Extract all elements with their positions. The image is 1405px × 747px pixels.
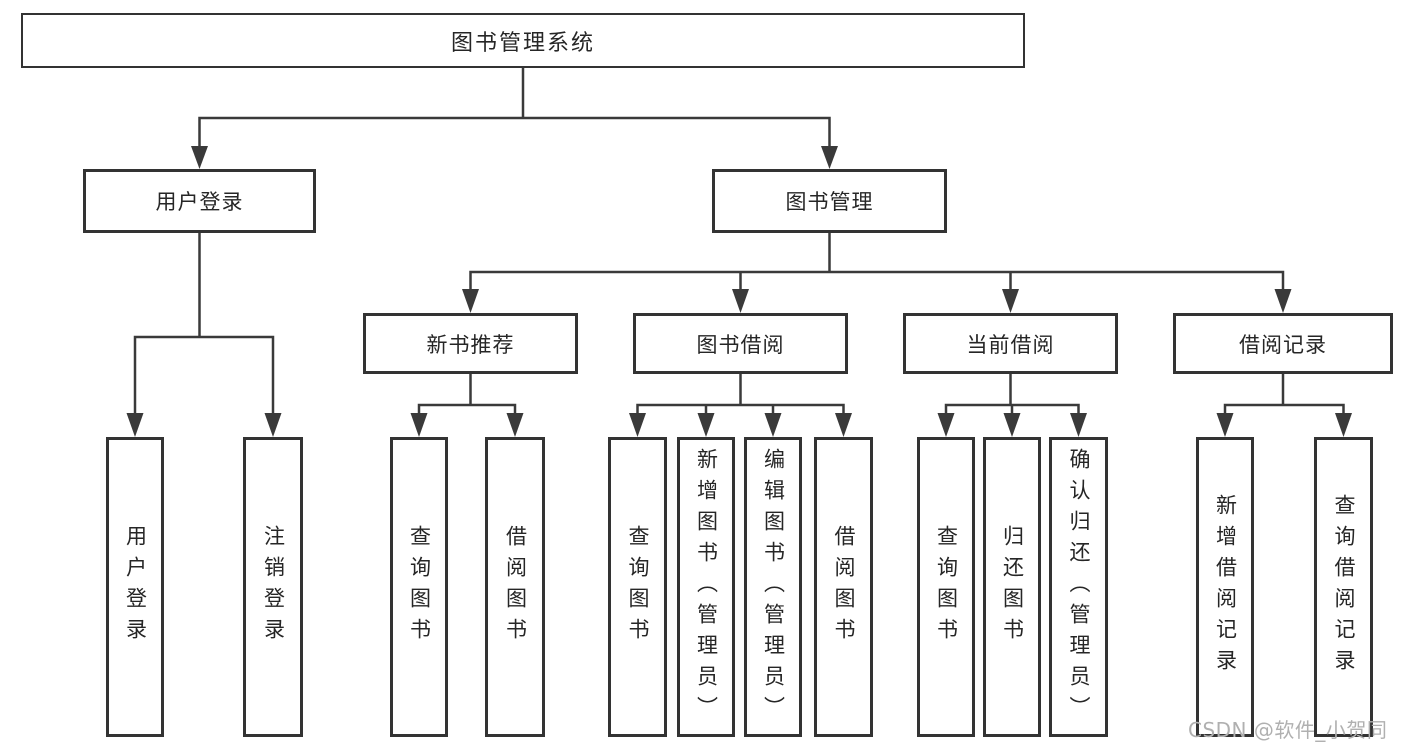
- node-current-borrowing: 当前借阅: [903, 313, 1118, 374]
- leaf-query-books-2-label: 查询图书: [626, 525, 650, 649]
- connector-current-borrowing-to-leaves: [944, 372, 1080, 421]
- leaf-add-borrow-record: 新增借阅记录: [1196, 437, 1254, 737]
- arrow-to-leaf-logout: [264, 413, 282, 437]
- arrow-to-current-borrowing: [1002, 289, 1019, 313]
- leaf-query-books-3-label: 查询图书: [934, 525, 959, 649]
- leaf-return-book-label: 归还图书: [1000, 525, 1025, 649]
- arrow-to-leaf-borrow-books-1: [506, 413, 524, 437]
- node-book-management: 图书管理: [712, 169, 947, 233]
- csdn-watermark: CSDN @软件_小贺同学: [1188, 718, 1388, 742]
- leaf-query-borrow-record-label: 查询借阅记录: [1332, 494, 1356, 680]
- connector-book-management-to-level3: [469, 231, 1285, 297]
- leaf-user-login: 用户登录: [106, 437, 164, 737]
- leaf-query-books-1-label: 查询图书: [407, 525, 432, 649]
- leaf-confirm-return-admin-label: 确认归还（管理员）: [1067, 447, 1091, 727]
- arrow-to-user-login: [191, 146, 208, 169]
- connector-book-borrowing-to-leaves: [636, 372, 845, 421]
- leaf-add-book-admin-label: 新增图书（管理员）: [694, 447, 719, 727]
- leaf-query-books-2: 查询图书: [608, 437, 667, 737]
- arrow-to-leaf-edit-book: [764, 413, 782, 437]
- arrow-to-borrow-records: [1274, 289, 1292, 313]
- arrow-to-leaf-query-books-1: [410, 413, 428, 437]
- leaf-query-books-1: 查询图书: [390, 437, 448, 737]
- arrow-to-leaf-query-borrow-record: [1335, 413, 1352, 437]
- arrow-to-book-management: [821, 146, 838, 169]
- arrow-to-leaf-confirm-return: [1070, 413, 1087, 437]
- connector-user-login-to-leaves: [133, 231, 275, 421]
- leaf-user-login-label: 用户登录: [123, 525, 148, 649]
- leaf-edit-book-admin: 编辑图书（管理员）: [744, 437, 802, 737]
- connector-new-book-to-leaves: [417, 372, 517, 421]
- leaf-add-book-admin: 新增图书（管理员）: [677, 437, 735, 737]
- node-library-management-system: 图书管理系统: [21, 13, 1025, 68]
- leaf-return-book: 归还图书: [983, 437, 1041, 737]
- arrow-to-leaf-query-books-2: [629, 413, 646, 437]
- arrow-to-new-book-recommendation: [462, 289, 479, 313]
- leaf-borrow-books-2-label: 借阅图书: [832, 525, 856, 649]
- arrow-to-leaf-user-login: [126, 413, 144, 437]
- connector-borrow-records-to-leaves: [1223, 372, 1345, 421]
- arrow-to-leaf-add-book: [697, 413, 715, 437]
- node-book-borrowing: 图书借阅: [633, 313, 848, 374]
- leaf-borrow-books-1: 借阅图书: [485, 437, 545, 737]
- leaf-borrow-books-2: 借阅图书: [814, 437, 873, 737]
- leaf-logout: 注销登录: [243, 437, 303, 737]
- arrow-to-leaf-add-borrow-record: [1216, 413, 1234, 437]
- arrow-to-book-borrowing: [732, 289, 749, 313]
- node-borrow-records: 借阅记录: [1173, 313, 1393, 374]
- leaf-add-borrow-record-label: 新增借阅记录: [1213, 494, 1238, 680]
- leaf-query-books-3: 查询图书: [917, 437, 975, 737]
- connector-lines: [133, 66, 1345, 421]
- arrowheads: [126, 146, 1352, 437]
- leaf-edit-book-admin-label: 编辑图书（管理员）: [761, 447, 786, 727]
- leaf-borrow-books-1-label: 借阅图书: [503, 525, 528, 649]
- arrow-to-leaf-return-book: [1003, 413, 1021, 437]
- arrow-to-leaf-borrow-books-2: [835, 413, 852, 437]
- node-new-book-recommendation: 新书推荐: [363, 313, 578, 374]
- leaf-logout-label: 注销登录: [261, 525, 286, 649]
- leaf-confirm-return-admin: 确认归还（管理员）: [1049, 437, 1108, 737]
- connector-root-to-level2: [198, 66, 831, 152]
- arrow-to-leaf-query-books-3: [937, 413, 955, 437]
- leaf-query-borrow-record: 查询借阅记录: [1314, 437, 1373, 737]
- node-user-login: 用户登录: [83, 169, 316, 233]
